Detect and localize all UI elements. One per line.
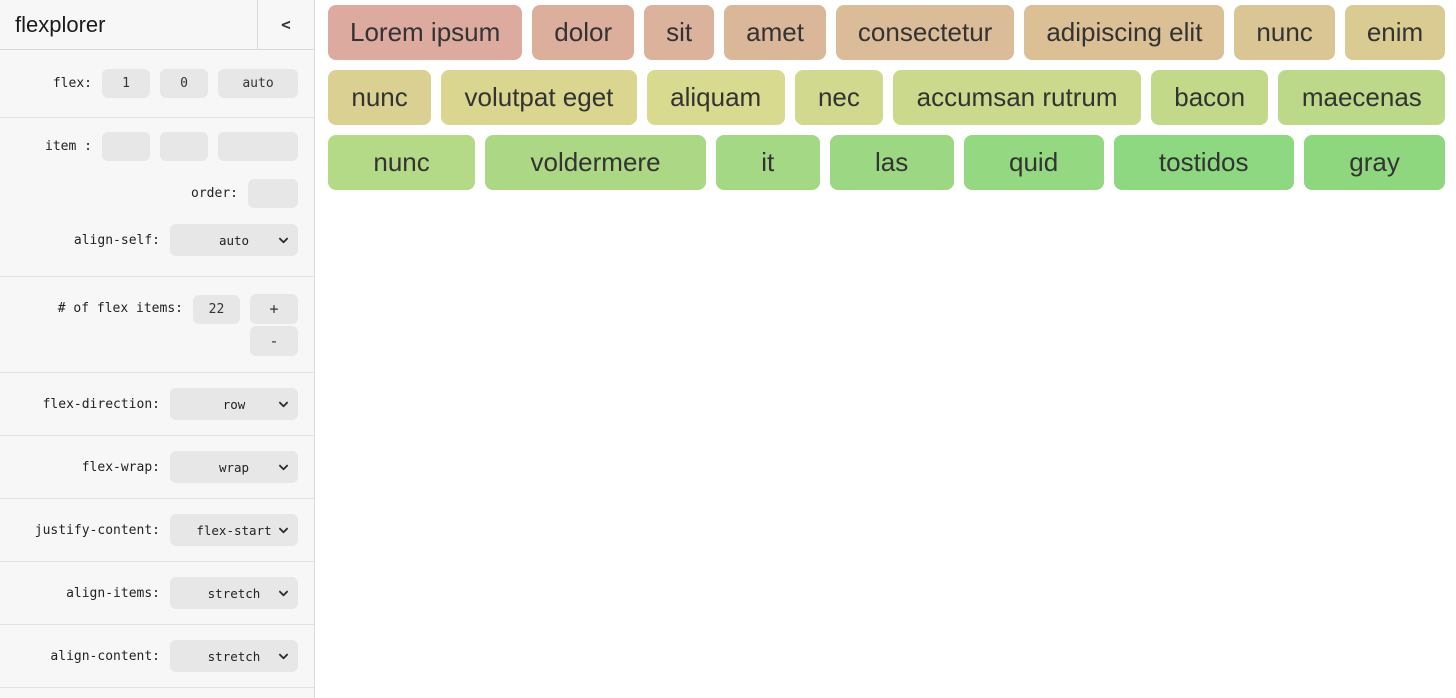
align-items-section: align-items: stretch [0, 562, 314, 625]
justify-content-section: justify-content: flex-start [0, 499, 314, 562]
flex-wrap-section: flex-wrap: wrap [0, 436, 314, 499]
flex-direction-label: flex-direction: [42, 396, 160, 412]
chevron-down-icon [278, 523, 289, 534]
flex-item[interactable]: Lorem ipsum [328, 5, 523, 60]
flex-direction-select[interactable]: row [170, 388, 298, 420]
flex-item[interactable]: aliquam [646, 70, 785, 125]
align-content-select[interactable]: stretch [170, 640, 298, 672]
flex-item[interactable]: enim [1344, 5, 1446, 60]
chevron-down-icon [278, 460, 289, 471]
flex-item[interactable]: gray [1303, 135, 1446, 190]
item-label: item : [45, 139, 92, 154]
flex-item[interactable]: volutpat eget [441, 70, 637, 125]
chevron-down-icon [278, 649, 289, 660]
item-flex-grow-input[interactable] [102, 132, 150, 161]
order-input[interactable] [248, 179, 298, 208]
flex-shrink-input[interactable] [160, 69, 208, 98]
justify-content-label: justify-content: [34, 522, 160, 538]
chevron-down-icon [278, 397, 289, 408]
flex-item[interactable]: amet [724, 5, 826, 60]
flex-item[interactable]: adipiscing elit [1024, 5, 1225, 60]
align-items-select[interactable]: stretch [170, 577, 298, 609]
flex-grow-input[interactable] [102, 69, 150, 98]
flex-wrap-select[interactable]: wrap [170, 451, 298, 483]
flex-item[interactable]: dolor [532, 5, 635, 60]
align-content-label: align-content: [50, 648, 160, 664]
sidebar: flexplorer < flex: item : order: [0, 0, 315, 698]
flex-wrap-value: wrap [218, 459, 250, 475]
sidebar-header: flexplorer < [0, 0, 314, 50]
flex-item[interactable]: voldermere [485, 135, 706, 190]
justify-content-value: flex-start [196, 522, 272, 538]
item-flex-basis-input[interactable] [218, 132, 298, 161]
flex-item[interactable]: quid [963, 135, 1104, 190]
align-self-select[interactable]: auto [170, 224, 298, 256]
chevron-down-icon [278, 233, 289, 244]
flex-item[interactable]: las [829, 135, 954, 190]
flex-wrap-label: flex-wrap: [81, 459, 160, 475]
flex-item[interactable]: nunc [328, 135, 476, 190]
item-count-stepper: + - [250, 294, 298, 356]
chevron-down-icon [278, 586, 289, 597]
flex-item[interactable]: it [715, 135, 820, 190]
align-items-label: align-items: [66, 585, 160, 601]
sidebar-collapse-button[interactable]: < [257, 0, 314, 49]
flex-item[interactable]: bacon [1150, 70, 1269, 125]
align-items-value: stretch [207, 585, 261, 601]
justify-content-select[interactable]: flex-start [170, 514, 298, 546]
align-self-value: auto [218, 232, 250, 248]
flex-direction-section: flex-direction: row [0, 373, 314, 436]
flex-item[interactable]: accumsan rutrum [893, 70, 1141, 125]
flex-item[interactable]: sit [644, 5, 715, 60]
flex-item[interactable]: consectetur [835, 5, 1015, 60]
flex-direction-value: row [222, 396, 246, 412]
flex-label: flex: [52, 76, 92, 91]
item-section: item : order: align-self: auto [0, 118, 314, 277]
decrement-button[interactable]: - [250, 326, 298, 356]
align-content-section: align-content: stretch [0, 625, 314, 688]
flex-item[interactable]: nunc [1234, 5, 1335, 60]
item-count-section: # of flex items: + - [0, 277, 314, 373]
flex-item[interactable]: tostidos [1113, 135, 1294, 190]
app-title: flexplorer [15, 12, 106, 37]
order-label: order: [191, 186, 238, 201]
item-count-label: # of flex items: [57, 301, 183, 316]
chevron-left-icon: < [281, 15, 291, 34]
item-flex-shrink-input[interactable] [160, 132, 208, 161]
item-count-input[interactable] [193, 295, 240, 324]
flex-item[interactable]: nunc [328, 70, 432, 125]
flex-item[interactable]: maecenas [1278, 70, 1446, 125]
increment-button[interactable]: + [250, 294, 298, 324]
flex-basis-input[interactable] [218, 69, 298, 98]
flex-item[interactable]: nec [794, 70, 884, 125]
align-content-value: stretch [207, 648, 261, 664]
flex-shorthand-section: flex: [0, 50, 314, 118]
align-self-label: align-self: [73, 232, 160, 248]
